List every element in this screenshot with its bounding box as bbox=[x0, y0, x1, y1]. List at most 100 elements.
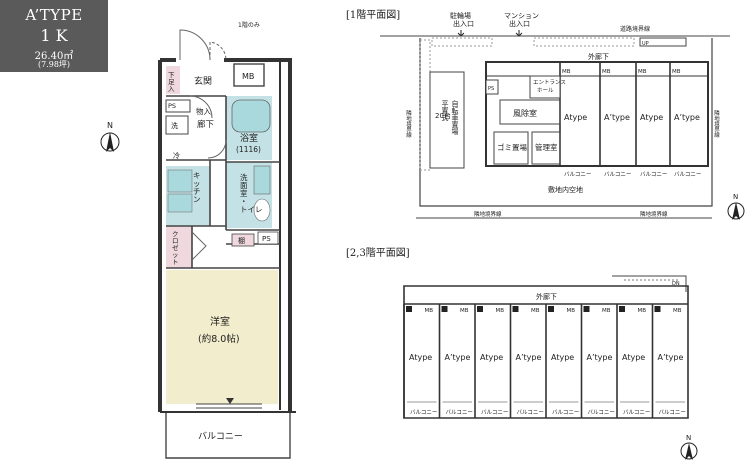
compass-n-label: N bbox=[107, 121, 113, 130]
shelf-label: 棚 bbox=[238, 236, 245, 245]
bathtub bbox=[231, 99, 271, 133]
management-label: 管理室 bbox=[535, 142, 558, 152]
floor23-unit-label: A’type bbox=[587, 353, 613, 362]
washbasin bbox=[253, 165, 271, 195]
road-boundary-label: 道路境界線 bbox=[620, 25, 650, 33]
mansion-entrance-label: マンション出入口 bbox=[504, 12, 539, 28]
floor23-unit-label: Atype bbox=[551, 353, 574, 362]
building-outline bbox=[485, 61, 709, 167]
bike-entrance-label: 駐輪場出入口 bbox=[450, 11, 474, 28]
toilet bbox=[253, 198, 271, 222]
floor1-unit-label: Atype bbox=[640, 113, 663, 122]
floor1-balcony-label: バルコニー bbox=[674, 171, 701, 178]
floor23-mb-label: MB bbox=[496, 308, 505, 314]
floor1-unit-label: A’type bbox=[604, 113, 630, 122]
svg-text:PS: PS bbox=[488, 86, 494, 92]
floor23-unit-label: Atype bbox=[409, 353, 432, 362]
floor23-balcony-label: バルコニー bbox=[481, 409, 508, 416]
upper-floor-plan: [2,3階平面図] DN 外廊下 MB Atype バルコニー MB A’type バルコ… bbox=[346, 247, 689, 419]
unit-layout: 1 K bbox=[40, 26, 68, 45]
floor23-mb-label: MB bbox=[425, 308, 434, 314]
door-note: 1階のみ bbox=[238, 21, 260, 29]
floor1-up-label: UP bbox=[642, 41, 649, 47]
stove bbox=[167, 193, 193, 213]
western-room-floor bbox=[166, 270, 278, 404]
mb-label: MB bbox=[242, 72, 254, 81]
svg-text:エントランス: エントランス bbox=[533, 79, 566, 86]
floor23-balcony-label: バルコニー bbox=[552, 409, 579, 416]
floor23-balcony-label: バルコニー bbox=[410, 409, 437, 416]
bottom-boundary-right: 隣地境界線 bbox=[640, 210, 668, 218]
unit-area-m2: 26.40㎡ bbox=[34, 51, 74, 62]
washroom-toilet-label: 洗面室・トイレ bbox=[240, 172, 263, 214]
unit-outer-walls bbox=[158, 58, 292, 412]
left-boundary-label: 隣地境界線 bbox=[405, 109, 412, 138]
balcony-outline bbox=[165, 412, 291, 459]
svg-text:ホール: ホール bbox=[537, 87, 554, 94]
floor23-corridor-label: 外廊下 bbox=[536, 292, 557, 301]
western-room-label: 洋室 bbox=[210, 315, 230, 328]
floor1-unit-label: Atype bbox=[564, 113, 587, 122]
svg-text:20台: 20台 bbox=[435, 111, 451, 120]
floor23-unit-label: Atype bbox=[622, 353, 645, 362]
floor1-mb-label: MB bbox=[638, 69, 647, 75]
western-room-size: (約8.0帖) bbox=[198, 333, 240, 345]
parking-area bbox=[429, 71, 465, 169]
compass-floor1: N bbox=[727, 193, 745, 220]
floor1-balcony-label: バルコニー bbox=[640, 171, 667, 178]
floor1-mb-label: MB bbox=[672, 69, 681, 75]
shoe-box-area bbox=[166, 66, 180, 94]
hallway-label: 廊下 bbox=[197, 119, 215, 130]
floor1-title: [1階平面図] bbox=[346, 9, 400, 21]
unit-area-tsubo: (7.98坪) bbox=[37, 60, 71, 69]
floor23-title: [2,3階平面図] bbox=[346, 247, 410, 259]
right-boundary-label: 隣地境界線 bbox=[713, 109, 720, 138]
entrance-door[interactable] bbox=[179, 29, 211, 61]
floor23-mb-label: MB bbox=[602, 308, 611, 314]
ps-label: PS bbox=[168, 102, 176, 110]
wind-room-label: 風除室 bbox=[513, 108, 537, 118]
svg-text:N: N bbox=[733, 193, 738, 201]
closet-floor bbox=[166, 226, 192, 268]
sink bbox=[167, 169, 193, 193]
bath-label: 浴室 bbox=[240, 132, 258, 144]
bath-size-label: (1116) bbox=[236, 145, 261, 154]
floor23-balcony-label: バルコニー bbox=[588, 409, 615, 416]
floor1-unit-label: A’type bbox=[674, 113, 700, 122]
washer-label: 洗 bbox=[171, 121, 178, 130]
closet-label: クロゼット bbox=[172, 230, 179, 266]
floor23-dn-label: DN bbox=[672, 281, 680, 287]
floor23-unit-label: A’type bbox=[658, 353, 684, 362]
floor23-unit-label: A’type bbox=[516, 353, 542, 362]
unit-type-label: A’TYPE bbox=[25, 6, 83, 24]
floor23-mb-label: MB bbox=[673, 308, 682, 314]
floor23-balcony-label: バルコニー bbox=[446, 409, 473, 416]
svg-text:N: N bbox=[686, 434, 691, 442]
ps2-label: PS bbox=[262, 235, 271, 243]
shoe-box-label: 下足入 bbox=[168, 71, 175, 93]
fridge-label: 冷 bbox=[173, 151, 180, 160]
floor1-balcony-label: バルコニー bbox=[564, 171, 591, 178]
bottom-boundary-left: 隣地境界線 bbox=[474, 210, 502, 218]
floor1-corridor-label: 外廊下 bbox=[588, 52, 609, 61]
parking-label: 平置式 bbox=[441, 100, 449, 121]
floor23-mb-label: MB bbox=[531, 308, 540, 314]
storage-label: 物入 bbox=[196, 106, 211, 116]
floor1-balcony-label: バルコニー bbox=[604, 171, 631, 178]
floor23-balcony-label: バルコニー bbox=[517, 409, 544, 416]
floor23-mb-label: MB bbox=[638, 308, 647, 314]
balcony-label: バルコニー bbox=[198, 431, 243, 442]
compass-unit: N bbox=[100, 121, 120, 152]
floor23-balcony-label: バルコニー bbox=[659, 409, 686, 416]
floor23-balcony-label: バルコニー bbox=[623, 409, 650, 416]
floor23-unit-label: Atype bbox=[480, 353, 503, 362]
floor1-mb-label: MB bbox=[562, 69, 571, 75]
floor23-mb-label: MB bbox=[567, 308, 576, 314]
unit-plan: 1階のみ MB 下足入 玄関 PS 物入 廊下 洗 冷 キッチン 浴室 (111… bbox=[158, 21, 296, 459]
floor23-unit-label: A’type bbox=[445, 353, 471, 362]
first-floor-plan: [1階平面図] 駐輪場出入口 マンション出入口 道路境界線 平置式 20台 自転… bbox=[346, 9, 730, 219]
floor1-mb-label: MB bbox=[602, 69, 611, 75]
kitchen-label: キッチン bbox=[193, 171, 201, 204]
mb-box bbox=[233, 63, 265, 87]
